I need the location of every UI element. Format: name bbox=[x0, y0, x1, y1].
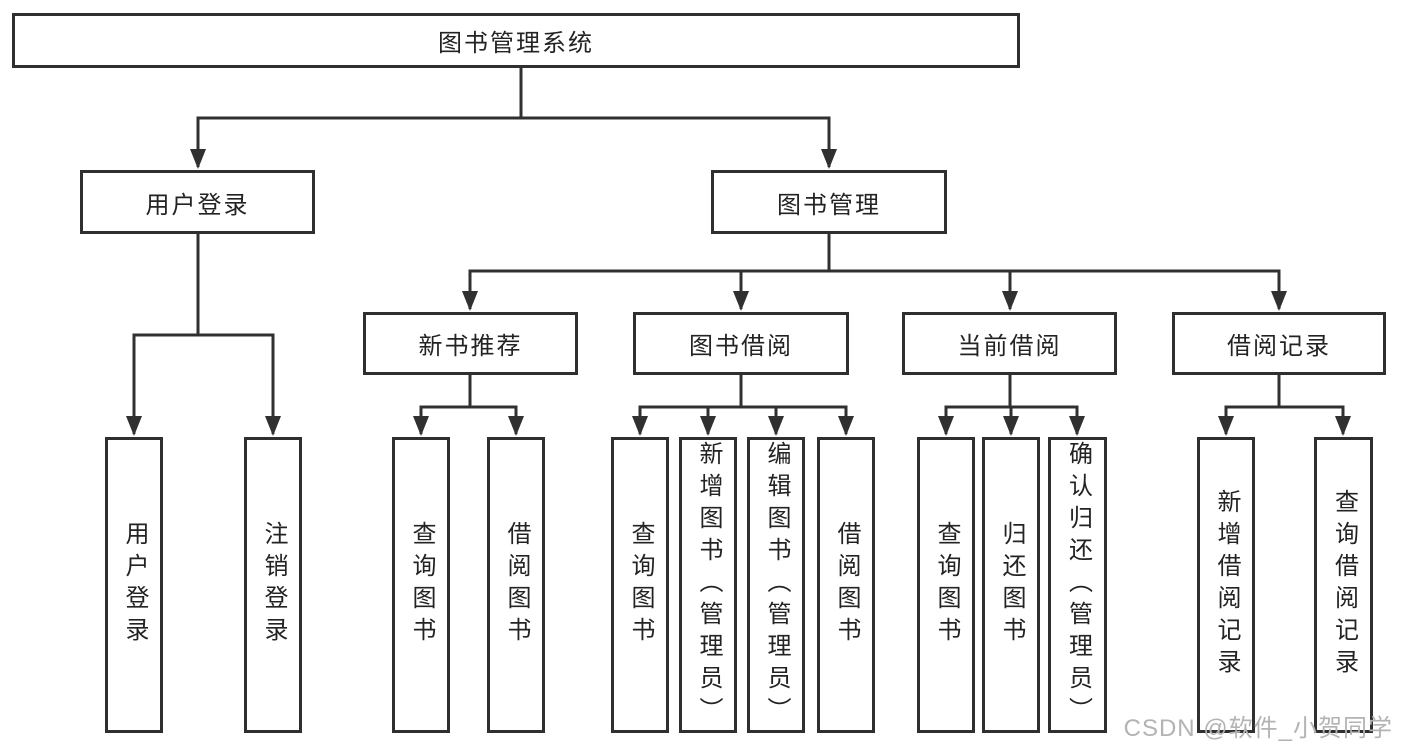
node-book-borrow: 图书借阅 bbox=[633, 312, 849, 375]
leaf-label: 注销登录 bbox=[260, 521, 287, 649]
node-label: 图书借阅 bbox=[689, 333, 793, 360]
node-label: 用户登录 bbox=[145, 191, 250, 219]
leaf-label: 借阅图书 bbox=[503, 521, 530, 649]
node-label: 图书管理 bbox=[777, 191, 881, 219]
leaf-label: 查询图书 bbox=[933, 521, 960, 649]
node-borrow-records: 借阅记录 bbox=[1172, 312, 1386, 375]
leaf-label: 新增图书（管理员） bbox=[695, 441, 722, 729]
connector-book-borrow-group bbox=[632, 373, 854, 436]
watermark: CSDN @软件_小贺同学 bbox=[1123, 715, 1393, 742]
node-label: 新书推荐 bbox=[418, 333, 523, 360]
leaf-query-borrow-record: 查询借阅记录 bbox=[1314, 437, 1373, 733]
node-user-login: 用户登录 bbox=[80, 170, 315, 234]
node-book-management: 图书管理 bbox=[711, 170, 947, 234]
leaf-label: 确认归还（管理员） bbox=[1064, 441, 1092, 729]
node-label: 当前借阅 bbox=[957, 333, 1062, 360]
leaf-label: 查询图书 bbox=[627, 521, 654, 649]
leaf-label: 新增借阅记录 bbox=[1213, 489, 1240, 681]
connector-user-login-group bbox=[126, 232, 281, 436]
leaf-add-borrow-record: 新增借阅记录 bbox=[1197, 437, 1255, 733]
leaf-user-login: 用户登录 bbox=[105, 437, 163, 733]
leaf-label: 查询借阅记录 bbox=[1330, 489, 1358, 681]
leaf-label: 借阅图书 bbox=[833, 521, 860, 649]
connector-current-borrow-group bbox=[938, 373, 1085, 436]
leaf-query-book-newrec: 查询图书 bbox=[392, 437, 450, 733]
leaf-label: 归还图书 bbox=[998, 521, 1025, 649]
connector-borrow-records-group bbox=[1218, 373, 1351, 436]
leaf-label: 用户登录 bbox=[121, 521, 148, 649]
node-current-borrow: 当前借阅 bbox=[902, 312, 1117, 375]
connector-root-to-level2 bbox=[190, 66, 837, 169]
node-new-book-recommend: 新书推荐 bbox=[363, 312, 578, 375]
leaf-label: 编辑图书（管理员） bbox=[763, 441, 790, 729]
node-library-management-system: 图书管理系统 bbox=[12, 13, 1020, 68]
leaf-edit-book-admin: 编辑图书（管理员） bbox=[747, 437, 805, 733]
leaf-query-book-current: 查询图书 bbox=[917, 437, 975, 733]
connector-book-management-group bbox=[462, 232, 1287, 311]
node-label: 图书管理系统 bbox=[438, 30, 594, 57]
leaf-borrow-book-newrec: 借阅图书 bbox=[487, 437, 545, 733]
leaf-logout: 注销登录 bbox=[244, 437, 302, 733]
leaf-confirm-return-admin: 确认归还（管理员） bbox=[1048, 437, 1107, 733]
leaf-borrow-book-borrow: 借阅图书 bbox=[817, 437, 875, 733]
node-label: 借阅记录 bbox=[1227, 333, 1331, 360]
connector-new-book-group bbox=[413, 373, 524, 436]
leaf-label: 查询图书 bbox=[408, 521, 435, 649]
leaf-query-book-borrow: 查询图书 bbox=[611, 437, 669, 733]
leaf-add-book-admin: 新增图书（管理员） bbox=[679, 437, 737, 733]
leaf-return-book: 归还图书 bbox=[982, 437, 1040, 733]
